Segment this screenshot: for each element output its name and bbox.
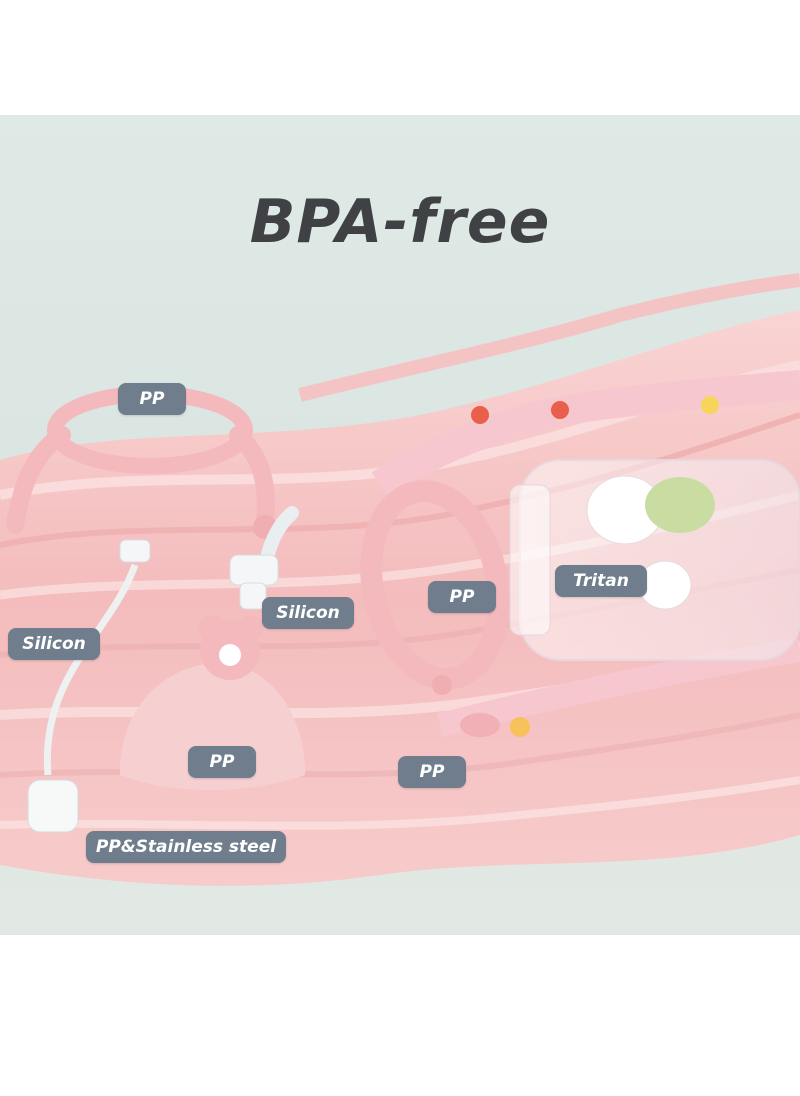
tritan-bottle <box>509 459 800 661</box>
label-handle-pp: PP <box>118 383 186 415</box>
label-bottle-tritan: Tritan <box>555 565 647 597</box>
flower-icon <box>510 717 530 737</box>
flower-icon <box>471 406 489 424</box>
label-silicon-valve: Silicon <box>262 597 354 629</box>
label-base-pp: PP <box>188 746 256 778</box>
label-weight-material: PP&Stainless steel <box>86 831 286 863</box>
ring-part <box>360 480 510 695</box>
label-ring-pp: PP <box>428 581 496 613</box>
label-strap-clip-pp: PP <box>398 756 466 788</box>
product-scene <box>0 273 800 886</box>
product-photo: BPA-free <box>0 115 800 935</box>
flower-icon <box>701 396 719 414</box>
label-silicon-tube: Silicon <box>8 628 100 660</box>
headline: BPA-free <box>249 187 551 257</box>
base-part <box>120 615 305 790</box>
silicon-valve-part <box>229 506 299 610</box>
flower-icon <box>551 401 569 419</box>
